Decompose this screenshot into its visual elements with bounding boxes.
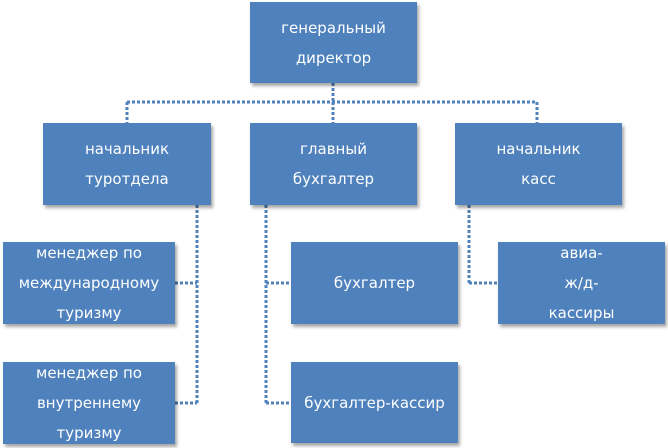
node-international-tourism-manager: менеджер по международному туризму xyxy=(3,242,175,324)
node-international-tourism-manager-label: менеджер по международному туризму xyxy=(18,244,160,322)
node-accountant-cashier-label: бухгалтер-кассир xyxy=(304,393,445,412)
node-chief-accountant: главный бухгалтер xyxy=(250,123,417,205)
node-general-director-label: генеральный директор xyxy=(281,18,386,67)
node-chief-accountant-label: главный бухгалтер xyxy=(292,140,375,188)
node-domestic-tourism-manager: менеджер по внутреннему туризму xyxy=(3,362,175,444)
node-accountant-label: бухгалтер xyxy=(333,274,416,292)
node-accountant-cashier: бухгалтер-кассир xyxy=(291,362,458,443)
node-general-director: генеральный директор xyxy=(250,2,417,83)
node-cash-desk-head-label: начальник касс xyxy=(496,140,581,188)
node-cash-desk-head: начальник касс xyxy=(455,123,622,205)
node-ticket-cashiers-label: авиа- ж/д- кассиры xyxy=(548,244,615,322)
node-tour-department-head: начальник туротдела xyxy=(43,123,211,205)
node-domestic-tourism-manager-label: менеджер по внутреннему туризму xyxy=(36,364,142,442)
node-ticket-cashiers: авиа- ж/д- кассиры xyxy=(498,242,665,324)
node-accountant: бухгалтер xyxy=(291,242,458,324)
node-tour-department-head-label: начальник туротдела xyxy=(84,140,170,188)
